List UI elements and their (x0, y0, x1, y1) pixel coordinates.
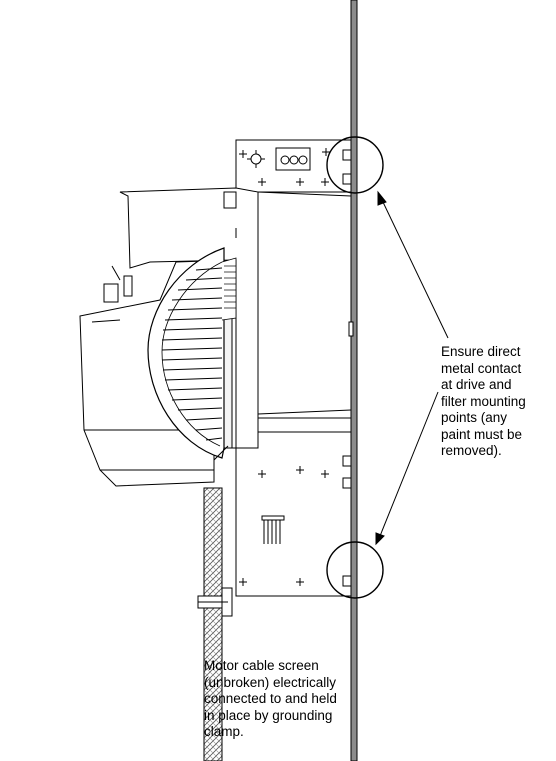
filter-lower-block (235, 417, 352, 597)
mounting-plate (350, 0, 358, 761)
note-line: metal contact (441, 360, 522, 376)
fan-grille (147, 247, 237, 459)
note-line: clamp. (204, 724, 244, 739)
note-line: (unbroken) electrically (204, 674, 337, 690)
drive-heatsink (257, 191, 352, 419)
leader-arrows (375, 190, 449, 546)
note-line: Motor cable screen (204, 658, 319, 673)
note-line: in place by grounding (204, 707, 333, 723)
note-line: paint must be (441, 426, 523, 442)
contact-circle-top (326, 136, 384, 194)
filter-terminal-pins (261, 515, 285, 544)
note-line: removed). (441, 443, 502, 458)
note-line: filter mounting (441, 393, 526, 409)
grounding-clamp (197, 587, 233, 617)
note-line: at drive and (441, 377, 512, 392)
mounting-contact-note: Ensure direct metal contact at drive and… (441, 344, 526, 460)
note-line: points (any (441, 410, 508, 425)
note-line: connected to and held (204, 691, 337, 706)
note-line: Ensure direct (441, 344, 521, 359)
motor-cable-note: Motor cable screen (unbroken) electrical… (204, 658, 337, 741)
motor-cable (203, 445, 229, 761)
contact-circle-bottom (326, 541, 384, 599)
